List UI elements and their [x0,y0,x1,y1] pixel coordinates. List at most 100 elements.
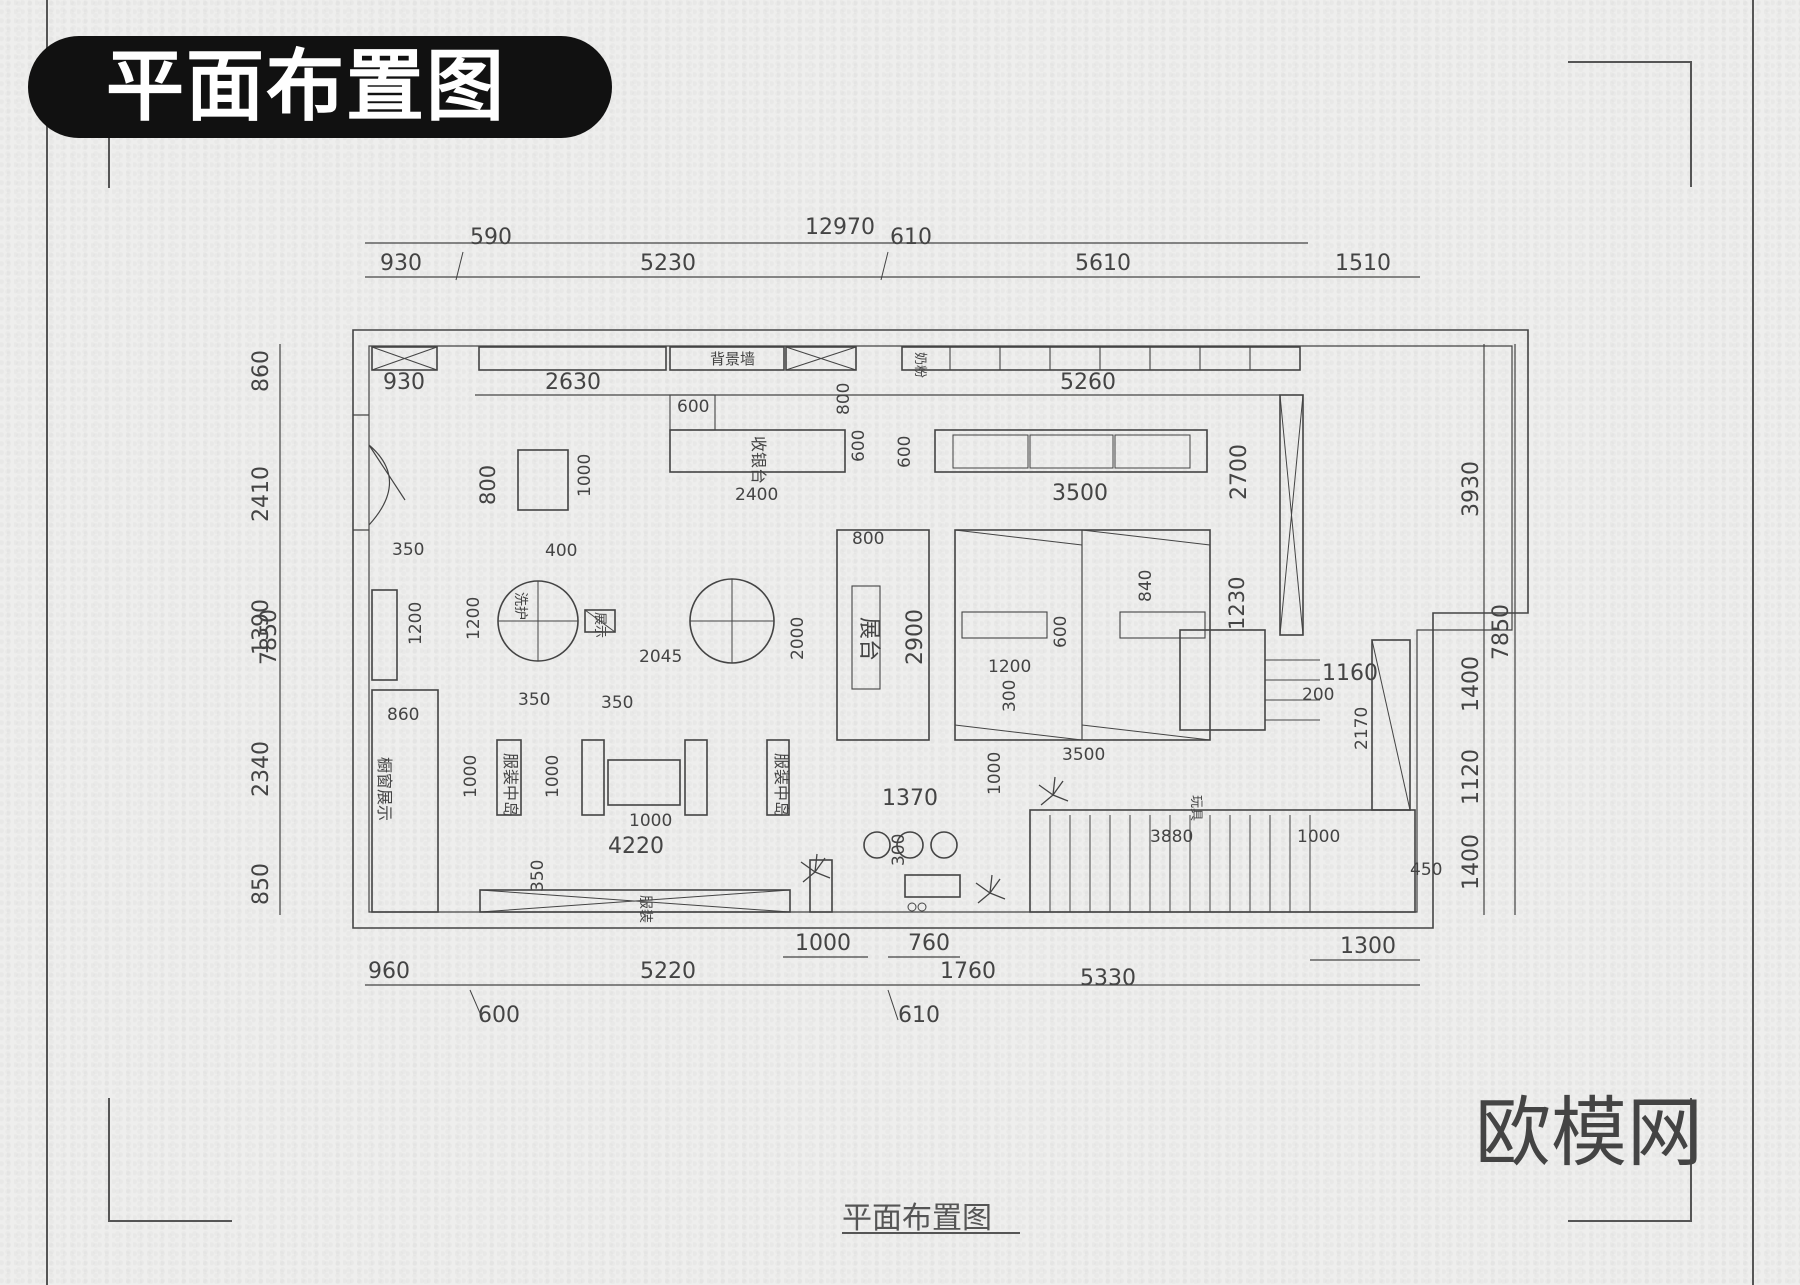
dim-right-seg-1: 3930 [1459,461,1484,517]
dim-bottom-upper-2: 760 [908,931,950,956]
dim-top-seg-4: 1510 [1335,251,1391,276]
entrance-door [353,414,406,531]
label-cashier: 收银台 [749,436,768,484]
small-table [517,449,569,511]
dim-inner-840: 840 [1136,570,1156,602]
plant-2 [975,874,1006,904]
dim-inner-300a: 300 [1000,680,1020,712]
dim-inner-860: 860 [387,705,419,725]
dim-bottom-seg-3: 1760 [940,959,996,984]
dim-inner-2400: 2400 [735,485,778,505]
dim-inner-1370: 1370 [882,786,938,811]
seat-2 [896,831,924,859]
dim-inner-top-3: 5260 [1060,370,1116,395]
dim-inner-450: 450 [1410,860,1442,880]
top-counter-left [371,346,438,371]
display-island [934,429,1208,473]
title-banner [28,36,612,138]
dim-inner-1000a: 1000 [461,755,481,798]
dim-inner-1200a: 1200 [406,602,426,645]
dim-inner-400: 400 [545,541,577,561]
dim-inner-top-2: 2630 [545,370,601,395]
cashier-counter [669,429,846,473]
seat-1 [863,831,891,859]
dim-inner-1000e: 1000 [1297,827,1340,847]
background-wall-unit [669,346,785,371]
seat-3 [930,831,958,859]
top-counter-right [785,346,857,371]
dim-inner-1160: 1160 [1322,661,1378,686]
label-window-display: 橱窗展示 [375,757,394,821]
dim-inner-1230: 1230 [1225,577,1249,630]
dimension-labels: 12970 590 610 930 5230 5610 1510 930 263… [249,215,1514,1028]
plant-1 [800,853,831,883]
label-wash: 洗护 [512,592,528,620]
dim-inner-1000b: 1000 [543,755,563,798]
display-platform [836,529,930,741]
dim-right-seg-2: 1400 [1459,656,1484,712]
dim-top-seg-1: 930 [380,251,422,276]
dim-top-seg-3: 5610 [1075,251,1131,276]
crop-mark-br-v [1690,1098,1692,1222]
top-counter-mid [478,346,667,371]
bench [904,874,961,898]
page-title: 平面布置图 [106,42,507,132]
stair-steps [1264,630,1320,730]
dim-bottom-seg-2: 5220 [640,959,696,984]
dim-bottom-upper-3: 1300 [1340,934,1396,959]
sheet-border-right [1752,0,1754,1285]
dim-left-seg-3: 1390 [249,599,274,655]
milk-shelf-row [901,346,1301,371]
label-clothing-center-a: 服装中岛 [501,753,520,817]
caption-underline [842,1232,1020,1234]
dim-left-overall: 7850 [257,609,282,665]
label-milk: 奶粉 [912,352,927,378]
dim-bottom-small-1: 600 [478,1003,520,1028]
dim-inner-800a: 800 [834,383,854,415]
plant-3 [1038,776,1069,806]
crop-mark-bl-h [108,1220,232,1222]
clothing-island-b [581,739,605,816]
dim-inner-1000d: 1000 [985,752,1005,795]
dim-inner-350c: 350 [601,693,633,713]
dim-inner-1200c: 1200 [988,657,1031,677]
clothing-island-a [496,739,522,816]
crop-mark-tl-v [108,118,110,188]
dim-inner-2700: 2700 [1227,444,1252,500]
dim-top-overall: 12970 [805,215,875,240]
dim-right-seg-4: 1400 [1459,834,1484,890]
dim-inner-2045: 2045 [639,647,682,667]
dim-top-small-2: 610 [890,225,932,250]
dim-inner-600b: 600 [849,430,869,462]
inner-wall [368,345,1513,913]
dim-inner-350d: 350 [528,860,548,892]
dim-inner-1200b: 1200 [464,597,484,640]
outer-wall [352,329,1529,929]
label-toys: 玩具 [1188,795,1203,821]
dim-left-seg-4: 2340 [249,741,274,797]
dim-inner-4220: 4220 [608,834,664,859]
toy-area-slats [1049,815,1311,912]
crop-mark-tr-h [1568,61,1692,63]
crop-mark-bl-v [108,1098,110,1222]
dim-bottom-seg-4: 5330 [1080,966,1136,991]
dim-bottom-small-2: 610 [898,1003,940,1028]
crop-mark-br-h [1568,1220,1692,1222]
dim-inner-800b: 800 [852,529,884,549]
dim-inner-600: 600 [677,397,709,417]
toy-display-area [1029,809,1416,913]
dim-inner-1000: 1000 [575,454,595,497]
dim-inner-1000c: 1000 [629,811,672,831]
dim-left-seg-2: 2410 [249,466,274,522]
dim-inner-600c: 600 [895,436,915,468]
sheet-border-left [46,0,48,1285]
window-display-unit [371,689,439,913]
dim-right-overall: 7850 [1489,604,1514,660]
dim-inner-350a: 350 [392,540,424,560]
dim-left-seg-5: 850 [249,863,274,905]
bottom-counter [479,889,791,913]
dim-inner-3500b: 3500 [1062,745,1105,765]
label-background-wall: 背景墙 [710,350,755,368]
